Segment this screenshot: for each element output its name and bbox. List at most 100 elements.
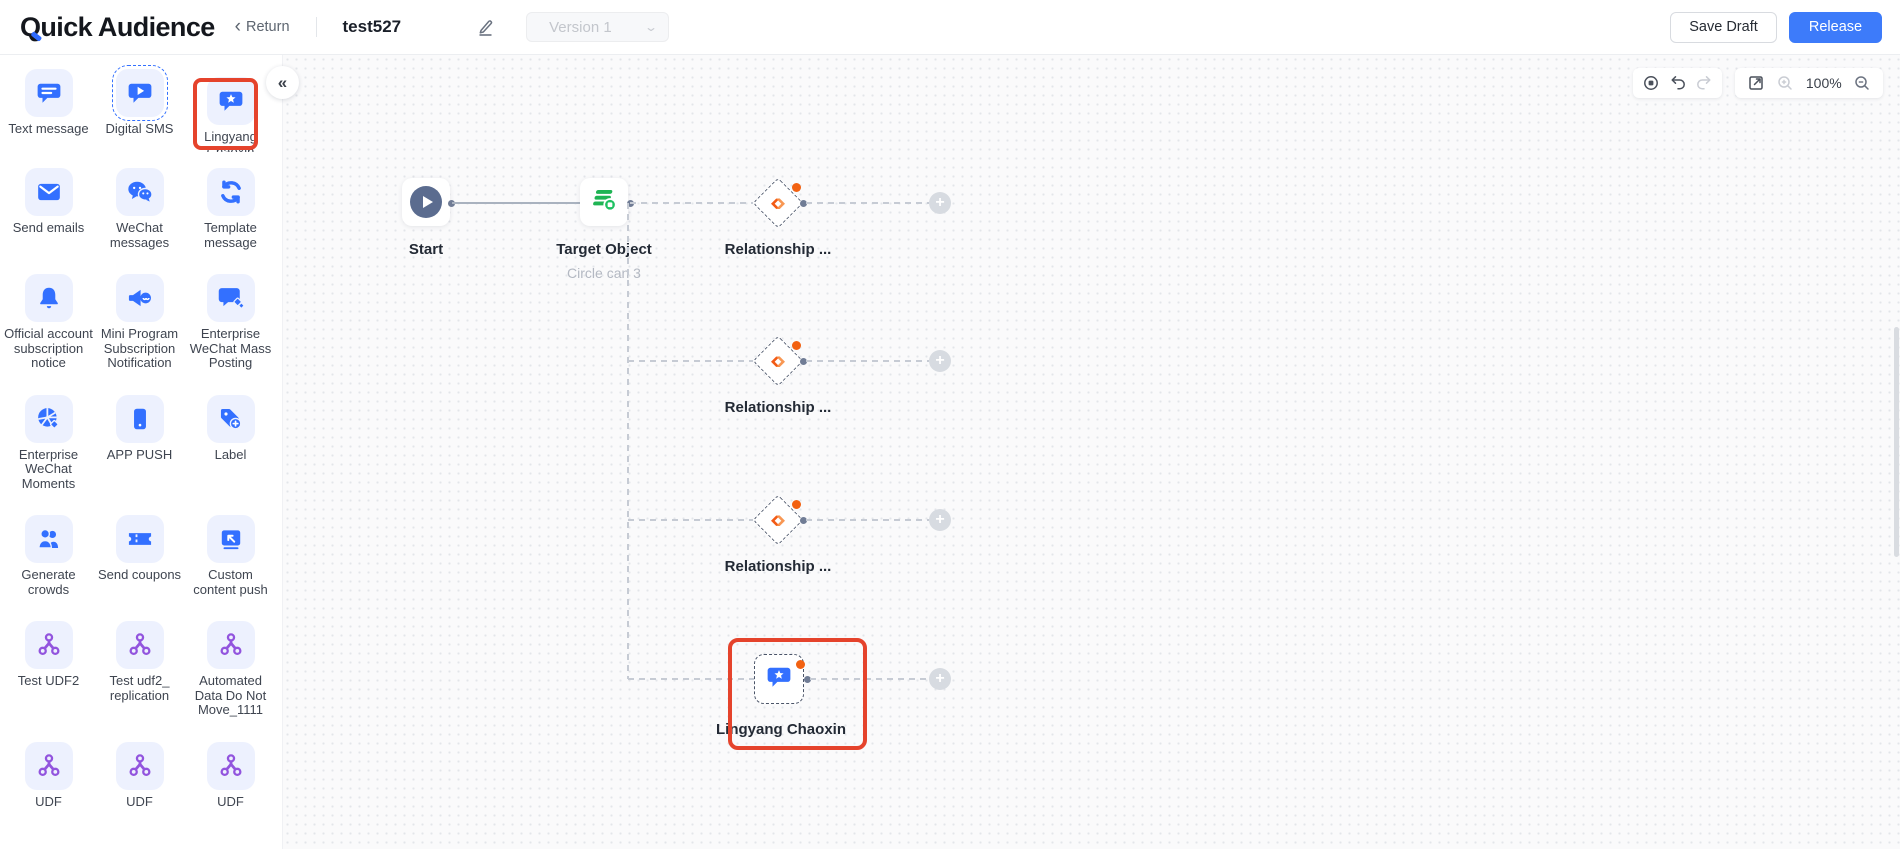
play-icon — [410, 186, 442, 218]
add-node-button[interactable]: + — [929, 350, 951, 372]
return-button[interactable]: ‹ Return — [235, 17, 290, 36]
chevron-down-icon: ⌄ — [644, 20, 659, 34]
connector-dashed — [806, 202, 929, 204]
sidebar-item-send-emails[interactable]: Send emails — [3, 168, 94, 250]
molecule-icon — [24, 741, 73, 790]
node-output-port[interactable] — [799, 516, 807, 524]
start-node[interactable] — [402, 178, 450, 226]
sidebar-item-enterprise-wechat-mass-posting[interactable]: Enterprise WeChat Mass Posting — [185, 274, 276, 371]
node-alert-dot — [791, 340, 801, 350]
sidebar-item-label: Send emails — [12, 220, 85, 235]
sidebar-item-wechat-messages[interactable]: WeChat messages — [94, 168, 185, 250]
zoom-out-icon[interactable] — [1853, 74, 1871, 92]
start-output-port[interactable] — [447, 199, 455, 207]
wechat-icon — [115, 168, 164, 216]
history-toolbar — [1633, 68, 1722, 98]
add-node-button[interactable]: + — [929, 668, 951, 690]
zoom-in-icon[interactable] — [1776, 74, 1794, 92]
save-draft-button[interactable]: Save Draft — [1670, 11, 1777, 43]
node-alert-dot — [791, 182, 801, 192]
box-arrow-icon — [206, 515, 255, 563]
target-object-node[interactable] — [580, 178, 628, 226]
sidebar-item-label: Automated Data Do Not Move_1111 — [194, 673, 267, 717]
sidebar-item-label: Mini Program Subscription Notification — [100, 326, 179, 370]
bell-icon — [24, 274, 73, 322]
sidebar-item-label: Digital SMS — [105, 121, 174, 136]
sidebar-item-template-message[interactable]: Template message — [185, 168, 276, 250]
zoom-toolbar: 100% — [1735, 68, 1883, 98]
chat-sparkle-icon — [206, 274, 255, 322]
node-alert-dot — [791, 499, 801, 509]
refresh-icon — [206, 168, 255, 216]
add-node-button[interactable]: + — [929, 509, 951, 531]
sidebar-item-automated-data-do-not-move-1111[interactable]: Automated Data Do Not Move_1111 — [185, 621, 276, 718]
sidebar-item-text-message[interactable]: Text message — [3, 69, 94, 144]
connector-dashed — [806, 360, 929, 362]
connector-dashed — [628, 519, 753, 521]
sidebar-item-label: UDF — [35, 793, 62, 809]
undo-icon[interactable] — [1669, 74, 1687, 92]
molecule-icon — [115, 741, 164, 790]
sidebar-item-udf[interactable]: UDF — [94, 741, 185, 810]
node-output-port[interactable] — [799, 357, 807, 365]
redo-icon[interactable] — [1695, 74, 1713, 92]
sidebar-item-test-udf2-replication[interactable]: Test udf2_ replication — [94, 621, 185, 718]
sidebar-item-app-push[interactable]: APP PUSH — [94, 394, 185, 492]
sidebar-item-test-udf2[interactable]: Test UDF2 — [3, 621, 94, 718]
sidebar-item-enterprise-wechat-moments[interactable]: Enterprise WeChat Moments — [3, 394, 94, 492]
connector-solid — [452, 202, 580, 204]
sidebar-item-generate-crowds[interactable]: Generate crowds — [3, 515, 94, 597]
fit-view-icon[interactable] — [1747, 74, 1765, 92]
connector-dashed — [628, 360, 753, 362]
tag-plus-icon — [206, 394, 255, 443]
sidebar-item-label: UDF — [217, 793, 244, 809]
sidebar-item-label: Enterprise WeChat Moments — [18, 446, 79, 491]
header-actions: Save Draft Release — [1670, 11, 1900, 43]
sidebar-item-label[interactable]: Label — [185, 394, 276, 492]
branch-node-label: Relationship ... — [724, 241, 832, 258]
collapse-sidebar-button[interactable]: « — [266, 66, 299, 99]
molecule-icon — [115, 621, 164, 669]
sidebar-item-mini-program-subscription-notification[interactable]: Mini Program Subscription Notification — [94, 274, 185, 371]
sidebar-item-digital-sms[interactable]: Digital SMS — [94, 65, 185, 144]
relationship-node[interactable] — [752, 177, 804, 229]
relationship-node[interactable] — [752, 335, 804, 387]
sidebar-item-label: APP PUSH — [106, 446, 173, 462]
sidebar-item-udf[interactable]: UDF — [3, 741, 94, 810]
coupon-icon — [115, 515, 164, 563]
flow-canvas[interactable]: Start Target Object Circle can 3 +Relati… — [283, 55, 1900, 849]
envelope-icon — [24, 168, 73, 216]
sidebar-item-label: Enterprise WeChat Mass Posting — [189, 326, 272, 370]
people-icon — [24, 515, 73, 563]
connector-dashed — [630, 202, 753, 204]
sidebar-item-udf[interactable]: UDF — [185, 741, 276, 810]
relationship-node[interactable] — [752, 494, 804, 546]
version-label: Version 1 — [549, 18, 612, 36]
release-button[interactable]: Release — [1789, 11, 1882, 43]
phone-icon — [115, 394, 164, 443]
relationship-icon — [768, 510, 789, 531]
branch-node-label: Lingyang Chaoxin — [715, 721, 846, 738]
sidebar-item-label: Lingyang Chaoxin — [204, 130, 257, 152]
aperture-icon — [24, 394, 73, 443]
sidebar-item-official-account-subscription-notice[interactable]: Official account subscription notice — [3, 274, 94, 371]
pencil-icon — [479, 19, 493, 36]
page-scrollbar-thumb[interactable] — [1894, 327, 1899, 557]
edit-name-button[interactable] — [475, 17, 496, 38]
sidebar-item-custom-content-push[interactable]: Custom content push — [185, 515, 276, 597]
sidebar-item-label: Send coupons — [97, 567, 182, 582]
locate-icon[interactable] — [1642, 74, 1660, 92]
add-node-button[interactable]: + — [929, 192, 951, 214]
node-output-port[interactable] — [803, 675, 811, 683]
sidebar-item-lingyang-chaoxin[interactable]: Lingyang Chaoxin — [185, 77, 276, 152]
return-label: Return — [245, 19, 290, 35]
sidebar-item-label: UDF — [126, 793, 153, 809]
sidebar-item-send-coupons[interactable]: Send coupons — [94, 515, 185, 597]
version-select[interactable]: Version 1 ⌄ — [526, 12, 670, 42]
header-divider — [315, 17, 317, 37]
sidebar-item-label: Generate crowds — [21, 567, 76, 597]
target-layers-icon — [589, 185, 619, 220]
node-output-port[interactable] — [799, 199, 807, 207]
chat-lines-icon — [24, 69, 73, 117]
